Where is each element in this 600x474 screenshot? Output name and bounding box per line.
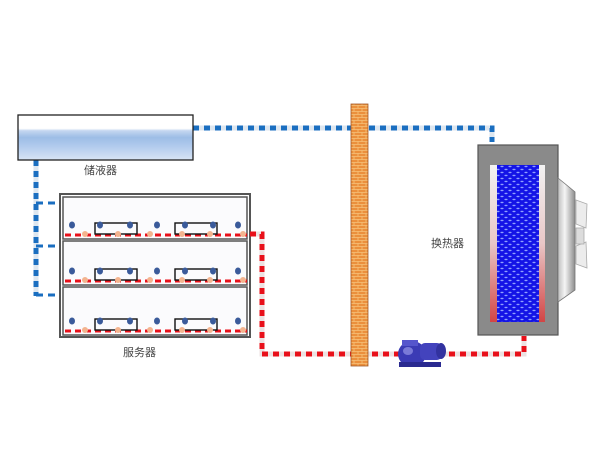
heat-exchanger-label: 换热器 <box>431 236 464 250</box>
cooling-node <box>154 267 160 275</box>
reservoir-label: 储液器 <box>84 163 117 177</box>
cooling-node <box>97 317 103 325</box>
server-unit <box>62 286 248 336</box>
cooling-node <box>69 221 75 229</box>
pump <box>398 340 446 367</box>
cooling-node <box>127 317 133 325</box>
cooling-node <box>182 317 188 325</box>
cooling-node <box>235 267 241 275</box>
cooling-node <box>182 221 188 229</box>
cooling-node <box>154 221 160 229</box>
hot-pipes <box>250 231 527 357</box>
server-rack <box>59 193 251 338</box>
reservoir-tank <box>17 114 194 161</box>
brick-wall <box>350 103 369 367</box>
cooling-node <box>127 267 133 275</box>
cooling-node <box>235 221 241 229</box>
cooling-node <box>210 221 216 229</box>
heat-exchanger <box>477 144 559 336</box>
cooling-node <box>182 267 188 275</box>
cooling-node <box>127 221 133 229</box>
cooling-node <box>235 317 241 325</box>
cooling-node <box>154 317 160 325</box>
cooling-node <box>69 267 75 275</box>
server-unit <box>62 240 248 286</box>
cooling-node <box>210 267 216 275</box>
cooling-node <box>97 221 103 229</box>
cooling-node <box>97 267 103 275</box>
cooling-node <box>69 317 75 325</box>
server-unit <box>62 196 248 240</box>
fan-icon <box>557 177 588 303</box>
servers-label: 服务器 <box>123 346 156 359</box>
cooling-node <box>210 317 216 325</box>
